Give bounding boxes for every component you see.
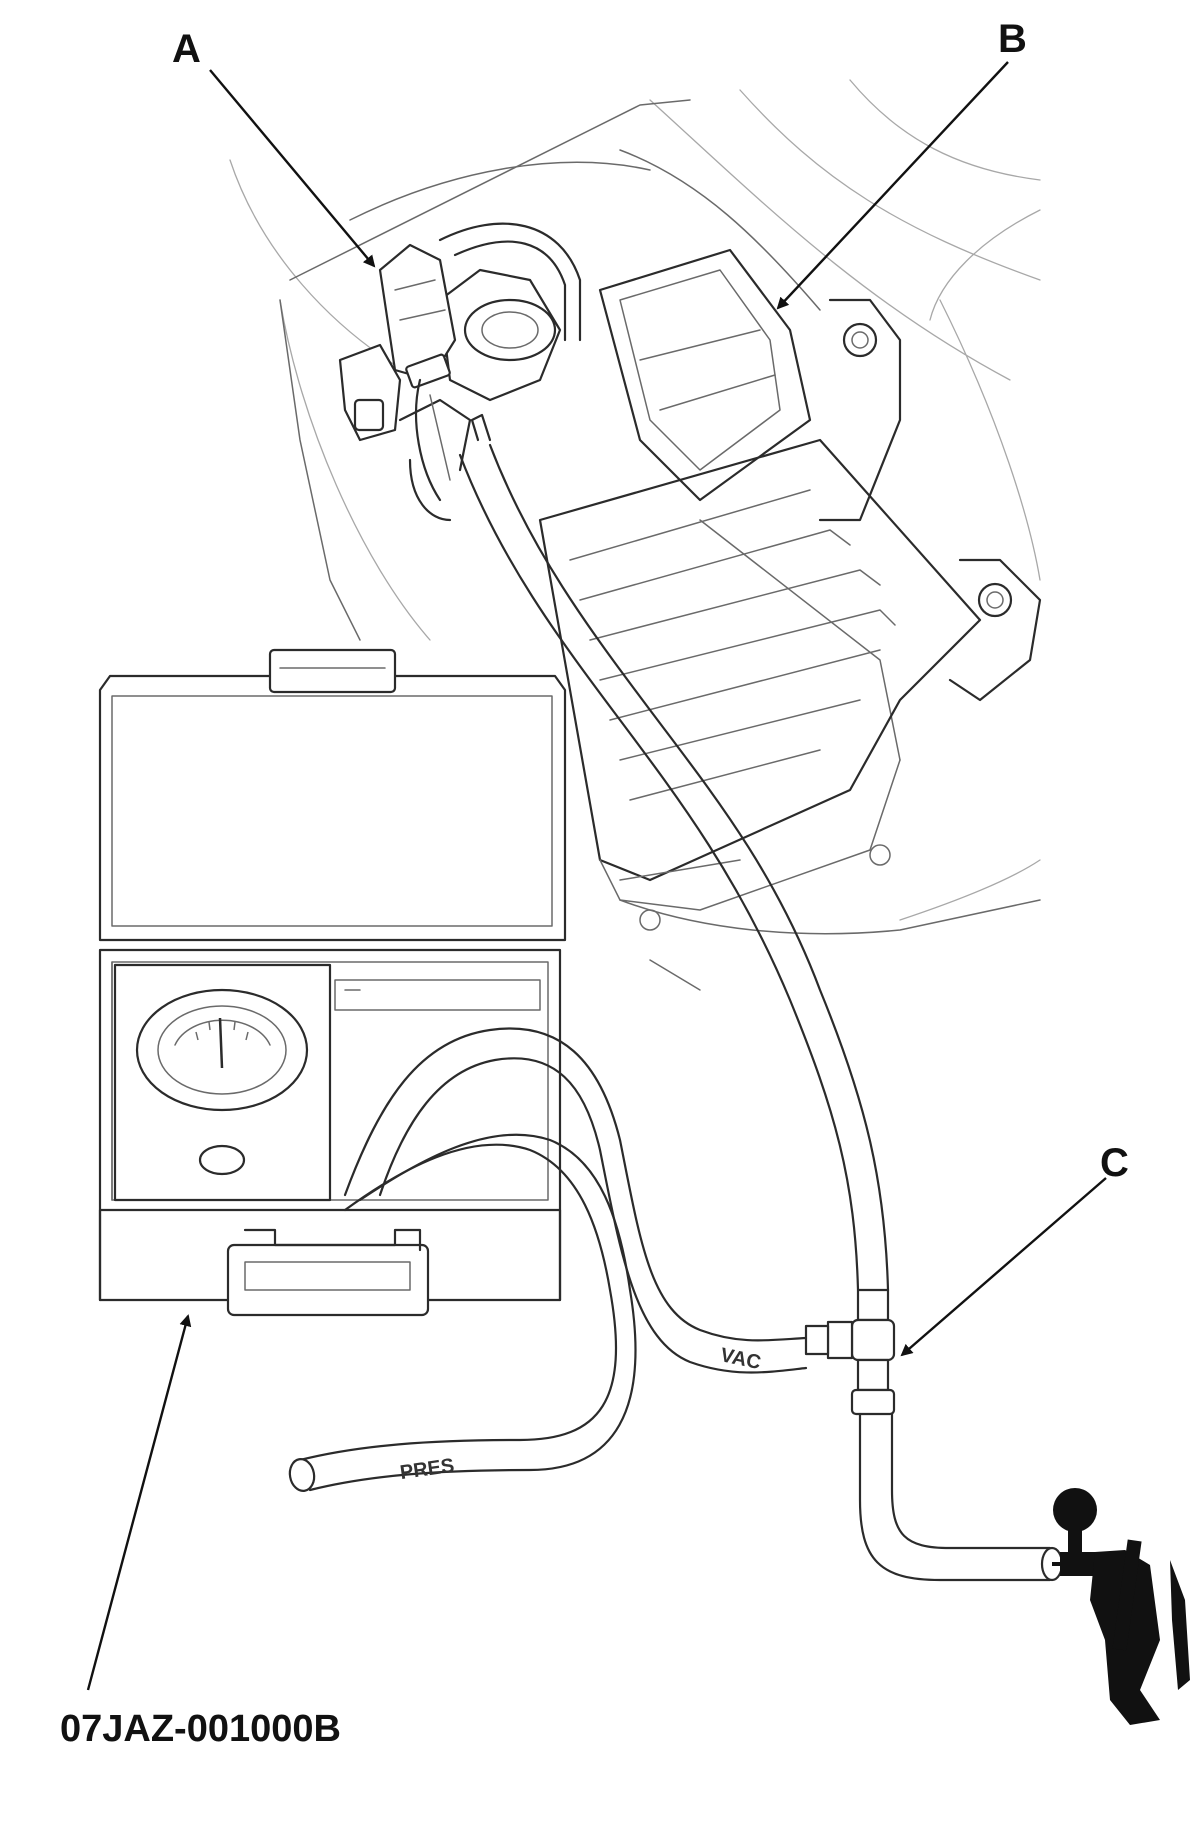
canister-bracket-assembly [538, 248, 1042, 931]
vehicle-body-background [229, 79, 1041, 991]
main-vacuum-hose [458, 413, 890, 1292]
arrow-a [209, 69, 376, 268]
purge-valve-assembly [338, 222, 582, 522]
callout-c: C [1100, 1141, 1129, 1185]
callout-arrows [86, 61, 1107, 1691]
tee-fitting [804, 1288, 896, 1416]
hand-vacuum-pump [1052, 1488, 1190, 1725]
callout-b: B [998, 17, 1027, 61]
arrow-c [900, 1177, 1107, 1357]
callout-a: A [172, 27, 201, 71]
arrow-tool [86, 1314, 192, 1691]
arrow-b [776, 61, 1009, 310]
tester-hoses [288, 1027, 808, 1492]
evap-tester-case [98, 648, 567, 1317]
pres-hose-label: PRES [399, 1455, 456, 1484]
pump-hose [858, 1412, 1064, 1582]
tool-part-number: 07JAZ-001000B [60, 1708, 341, 1750]
